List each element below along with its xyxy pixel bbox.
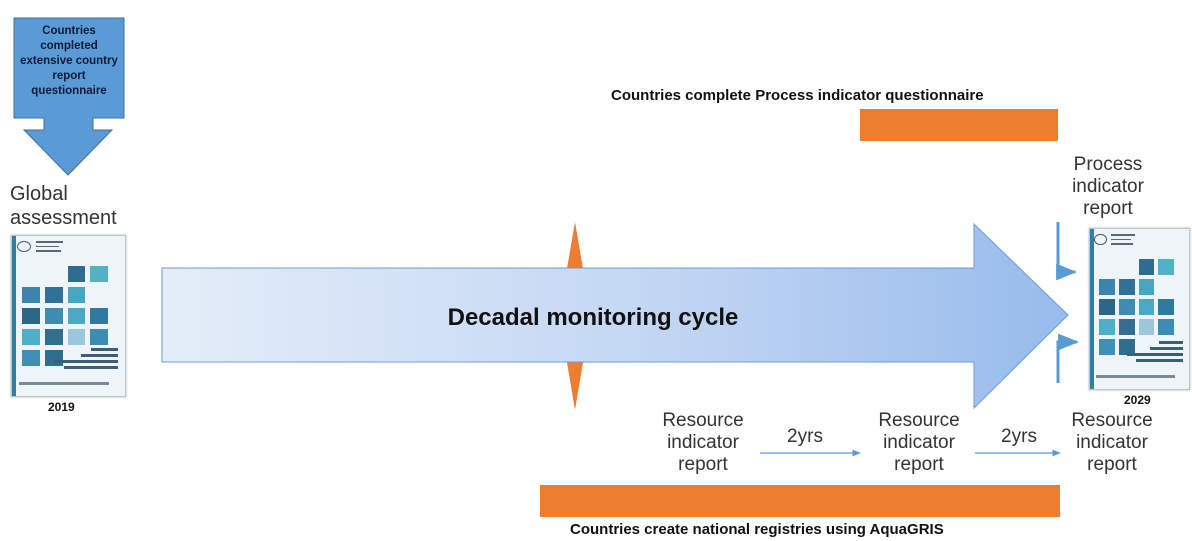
- process-report-connector-top: [1056, 222, 1078, 281]
- cycle-label: Decadal monitoring cycle: [448, 304, 739, 331]
- process-questionnaire-bar: [860, 109, 1058, 141]
- process-report-label: Process indicator report: [1072, 154, 1144, 219]
- cover-spine: [12, 236, 16, 396]
- year-end: 2029: [1124, 393, 1151, 407]
- report-cover-2019: [11, 235, 126, 397]
- cover-spine: [1090, 229, 1094, 389]
- resource-report-label-3: Resource indicator report: [1071, 410, 1153, 475]
- fao-logo-icon: [16, 240, 32, 253]
- cover-header: [1093, 232, 1185, 246]
- country-report-callout-text: Countries completed extensive country re…: [20, 25, 118, 97]
- cover-footer: [1095, 374, 1176, 378]
- report-cover-2029: [1089, 228, 1190, 390]
- resource-report-label-1: Resource indicator report: [662, 410, 744, 475]
- cover-footer: [18, 381, 110, 385]
- registries-bar: [540, 485, 1060, 517]
- cover-title-lines: [1124, 341, 1184, 365]
- global-assessment-label: Global assessment: [10, 183, 117, 229]
- fao-logo-icon: [1093, 233, 1107, 246]
- country-report-callout-arrow: [13, 17, 125, 176]
- decadal-cycle-arrow: [161, 222, 1069, 410]
- process-questionnaire-label: Countries complete Process indicator que…: [611, 87, 984, 104]
- registries-label: Countries create national registries usi…: [570, 521, 944, 538]
- cover-title-lines: [50, 348, 119, 372]
- cover-species-grid: [22, 266, 109, 367]
- interval-label-1: 2yrs: [787, 426, 823, 447]
- year-start: 2019: [48, 400, 75, 414]
- interval-label-2: 2yrs: [1001, 426, 1037, 447]
- resource-report-label-2: Resource indicator report: [878, 410, 960, 475]
- cover-species-grid: [1098, 259, 1175, 356]
- process-report-connector-bottom: [1056, 333, 1080, 383]
- cover-header: [16, 239, 121, 253]
